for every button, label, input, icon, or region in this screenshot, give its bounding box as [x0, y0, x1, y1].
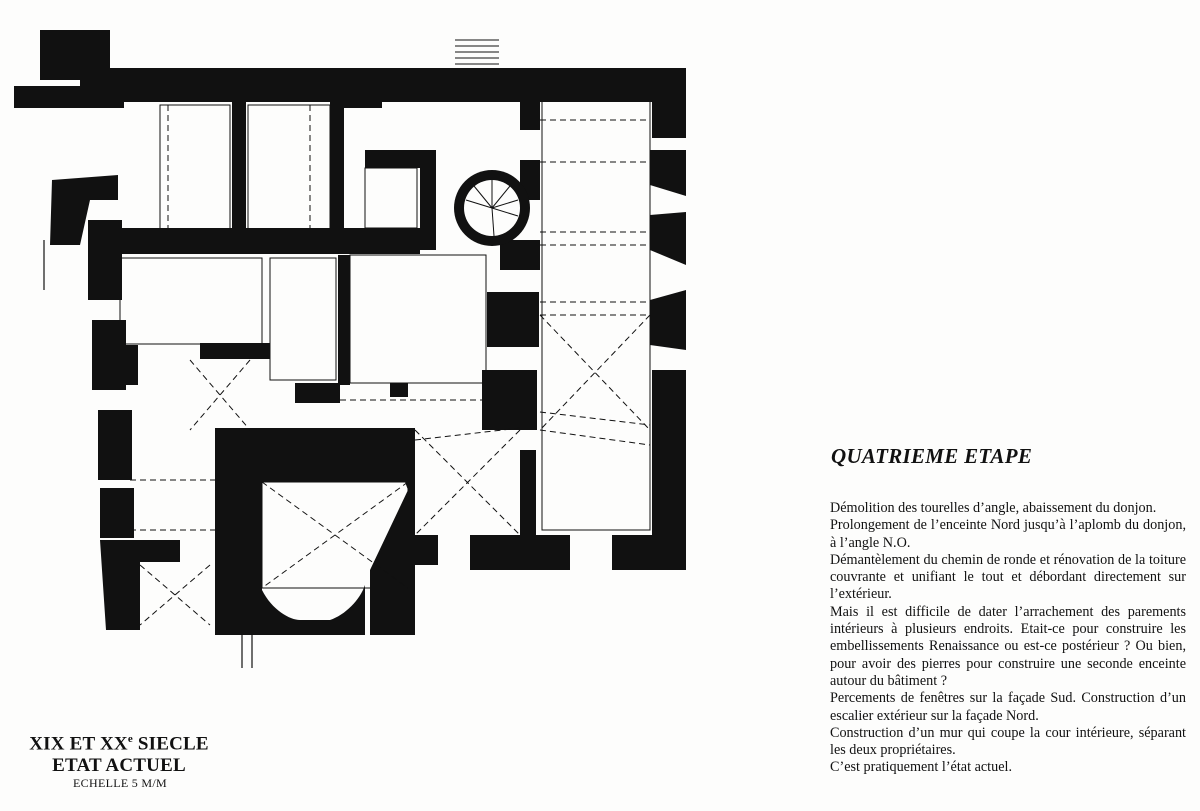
paragraph: Prolongement de l’enceinte Nord jusqu’à …: [830, 517, 1186, 551]
plan-caption: XIX ET XXe SIECLE ETAT ACTUEL: [14, 728, 224, 777]
paragraph: Démantèlement du chemin de ronde et réno…: [830, 551, 1186, 603]
plan-voids: [455, 40, 520, 236]
plan-hatching: [119, 39, 651, 589]
plan-caption-line1: XIX ET XXe SIECLE: [29, 733, 209, 755]
plan-drain-pipes: [43, 240, 253, 668]
section-heading: QUATRIEME ETAPE: [831, 444, 1033, 468]
paragraph: Démolition des tourelles d’angle, abaiss…: [830, 500, 1157, 516]
plan-caption-line2: ETAT ACTUEL: [52, 755, 186, 777]
paragraph: Mais il est difficile de dater l’arrache…: [830, 603, 1186, 689]
plan-scale: ECHELLE 5 M/M: [73, 776, 167, 790]
plan-walls: [14, 30, 686, 635]
paragraph: C’est pratiquement l’état actuel.: [830, 759, 1012, 776]
floor-plan-drawing: [14, 30, 686, 668]
paragraph: Percements de fenêtres sur la façade Sud…: [830, 690, 1186, 724]
paragraph: Construction d’un mur qui coupe la cour …: [830, 724, 1186, 759]
section-body: Démolition des tourelles d’angle, abaiss…: [830, 500, 1186, 777]
plan-vault-lines: [130, 105, 651, 626]
